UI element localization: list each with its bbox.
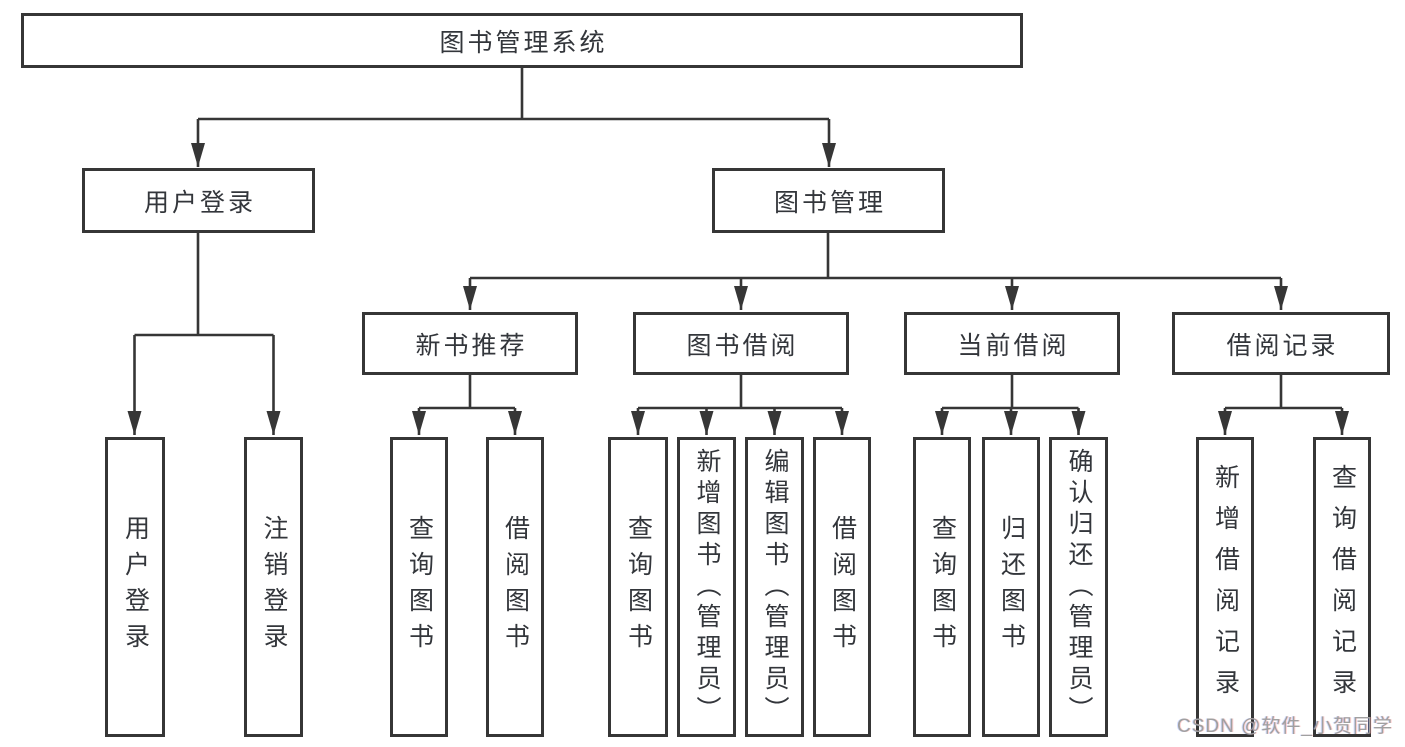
- leaf-edit-book-admin-label: 编辑图书（管理员）: [761, 447, 789, 727]
- leaf-return-book: 归还图书: [982, 437, 1040, 737]
- leaf-query-books-borrow-label: 查询图书: [624, 515, 653, 659]
- leaf-add-borrow-record-label: 新增借阅记录: [1211, 464, 1240, 710]
- node-root-system: 图书管理系统: [21, 13, 1023, 68]
- leaf-logout-label: 注销登录: [260, 515, 288, 659]
- watermark: CSDN @软件_小贺同学: [1177, 716, 1393, 737]
- leaf-borrow-books-2: 借阅图书: [813, 437, 871, 737]
- leaf-query-books-current: 查询图书: [913, 437, 971, 737]
- node-current-borrow: 当前借阅: [904, 312, 1120, 375]
- leaf-confirm-return-admin: 确认归还（管理员）: [1049, 437, 1108, 737]
- leaf-query-borrow-record-label: 查询借阅记录: [1328, 464, 1357, 710]
- leaf-borrow-books-recommend: 借阅图书: [486, 437, 544, 737]
- leaf-query-books-borrow: 查询图书: [608, 437, 668, 737]
- leaf-user-login: 用户登录: [105, 437, 165, 737]
- leaf-query-books-recommend-label: 查询图书: [405, 515, 434, 659]
- leaf-add-borrow-record: 新增借阅记录: [1196, 437, 1254, 737]
- node-book-borrow: 图书借阅: [633, 312, 849, 375]
- leaf-confirm-return-admin-label: 确认归还（管理员）: [1065, 447, 1093, 727]
- leaf-borrow-books-2-label: 借阅图书: [828, 515, 857, 659]
- leaf-add-book-admin-label: 新增图书（管理员）: [693, 447, 721, 727]
- node-user-login: 用户登录: [82, 168, 315, 233]
- leaf-add-book-admin: 新增图书（管理员）: [677, 437, 736, 737]
- leaf-user-login-label: 用户登录: [121, 515, 150, 659]
- leaf-query-borrow-record: 查询借阅记录: [1313, 437, 1371, 737]
- node-borrow-record: 借阅记录: [1172, 312, 1390, 375]
- leaf-borrow-books-recommend-label: 借阅图书: [501, 515, 530, 659]
- leaf-logout: 注销登录: [244, 437, 303, 737]
- leaf-return-book-label: 归还图书: [997, 515, 1026, 659]
- node-new-book-recommend: 新书推荐: [362, 312, 578, 375]
- node-book-management: 图书管理: [712, 168, 945, 233]
- leaf-query-books-recommend: 查询图书: [390, 437, 448, 737]
- leaf-query-books-current-label: 查询图书: [928, 515, 957, 659]
- leaf-edit-book-admin: 编辑图书（管理员）: [745, 437, 804, 737]
